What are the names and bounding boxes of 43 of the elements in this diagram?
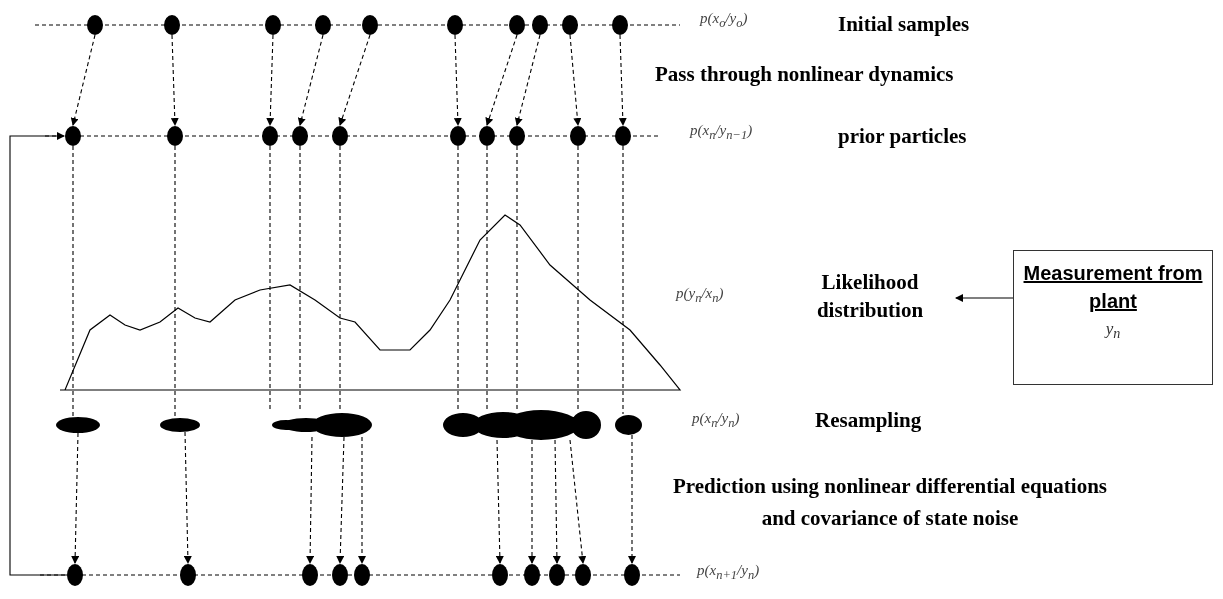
connector-line [72,145,74,417]
arrow [297,34,324,126]
step-label: Prediction using nonlinear differential equations and covariance of state noise [671,473,1109,532]
arrow [955,294,1014,302]
step-label: prior particles [838,124,967,149]
arrow [9,132,68,576]
arrow [170,34,179,126]
arrow [338,34,371,126]
arrow [552,439,561,564]
connector-line [486,145,488,410]
arrow [528,439,536,564]
arrow [306,436,315,564]
formula-label: p(x$_{n}$/y$_{n−1}$) [690,122,753,143]
formula-label: p(x$_{o}$/y$_{o}$) [700,10,748,31]
arrow [495,439,504,564]
step-label: Pass through nonlinear dynamics [655,62,954,87]
connector-line [174,145,176,418]
connector-line [577,145,579,410]
formula-label: p(x$_{n+1}$/y$_{n}$) [697,562,760,583]
box-heading: Measurement from plant [1022,261,1204,314]
arrow [336,436,345,564]
formula-label: p(x$_{n}$/y$_{n}$) [692,410,740,431]
connector-line [622,145,624,415]
measurement-box [1013,250,1213,385]
arrow [569,439,587,564]
arrow [485,34,518,126]
formula-label: p(y$_{n}$/x$_{n}$) [676,285,724,306]
connector-line [457,145,459,410]
arrow [453,34,462,126]
arrow [70,34,96,126]
measurement-symbol: y$_{n}$ [1105,319,1121,343]
connector-line [516,145,518,410]
arrow [628,434,636,564]
arrow [183,431,192,564]
arrow [514,34,541,126]
arrow [266,34,275,126]
arrow [618,34,627,126]
step-label: Initial samples [838,12,970,37]
arrow [71,432,80,564]
arrow [358,436,366,564]
arrow [569,34,582,126]
step-label: Resampling [815,408,922,433]
likelihood-label: Likelihood distribution [790,268,950,328]
